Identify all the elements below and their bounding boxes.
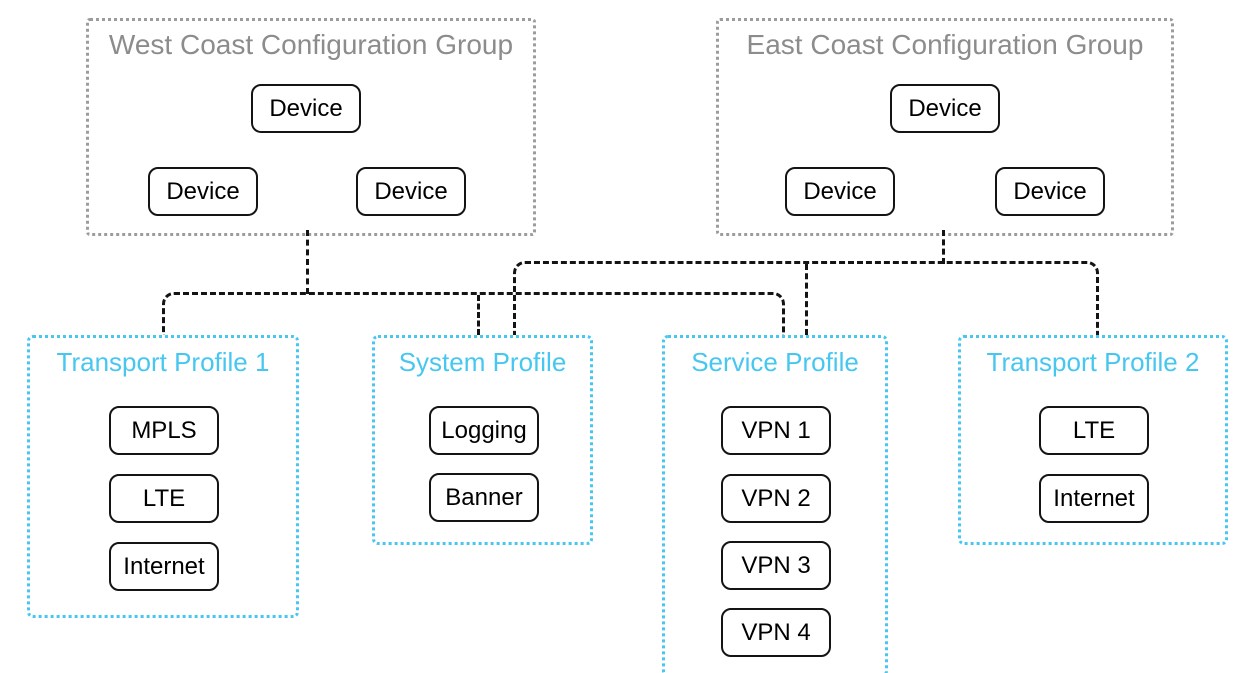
device-node: Device bbox=[890, 84, 1000, 133]
profile-item-label: VPN 2 bbox=[741, 484, 811, 512]
profile-item-node: Logging bbox=[429, 406, 539, 455]
connector-west-bus-line bbox=[162, 292, 785, 338]
device-label: Device bbox=[374, 177, 448, 205]
group-title-west-coast: West Coast Configuration Group bbox=[108, 29, 514, 60]
group-box-west-coast: West Coast Configuration Group Device De… bbox=[86, 18, 536, 236]
profile-item-label: Logging bbox=[441, 416, 527, 444]
device-label: Device bbox=[166, 177, 240, 205]
profile-item-node: VPN 1 bbox=[721, 406, 831, 455]
profile-item-label: LTE bbox=[1072, 416, 1116, 444]
connector-east-to-service-line bbox=[805, 264, 808, 335]
profile-item-label: Banner bbox=[445, 483, 523, 511]
profile-item-label: LTE bbox=[142, 484, 186, 512]
profile-item-node: LTE bbox=[109, 474, 219, 523]
device-node: Device bbox=[785, 167, 895, 216]
connector-west-feed-line bbox=[306, 230, 309, 294]
profile-title-system: System Profile bbox=[398, 347, 567, 377]
profile-item-node: MPLS bbox=[109, 406, 219, 455]
profile-item-node: Banner bbox=[429, 473, 539, 522]
profile-title-service: Service Profile bbox=[691, 347, 859, 377]
profile-item-node: VPN 2 bbox=[721, 474, 831, 523]
profile-item-label: VPN 3 bbox=[741, 551, 811, 579]
profile-item-node: LTE bbox=[1039, 406, 1149, 455]
device-label: Device bbox=[269, 94, 343, 122]
connector-west-to-system-line bbox=[477, 295, 480, 335]
device-label: Device bbox=[908, 94, 982, 122]
profile-item-node: VPN 4 bbox=[721, 608, 831, 657]
profile-item-label: Internet bbox=[1053, 484, 1135, 512]
device-label: Device bbox=[1013, 177, 1087, 205]
connector-east-feed-line bbox=[942, 230, 945, 264]
profile-box-transport-2: Transport Profile 2 LTE Internet bbox=[958, 335, 1228, 545]
group-title-east-coast: East Coast Configuration Group bbox=[746, 29, 1144, 60]
device-label: Device bbox=[803, 177, 877, 205]
profile-item-label: VPN 4 bbox=[741, 618, 811, 646]
group-box-east-coast: East Coast Configuration Group Device De… bbox=[716, 18, 1174, 236]
profile-title-transport-2: Transport Profile 2 bbox=[986, 347, 1200, 377]
profile-item-node: Internet bbox=[109, 542, 219, 591]
device-node: Device bbox=[148, 167, 258, 216]
connector-east-bus-line bbox=[513, 261, 1099, 338]
profile-item-label: VPN 1 bbox=[741, 416, 811, 444]
device-node: Device bbox=[995, 167, 1105, 216]
profile-box-transport-1: Transport Profile 1 MPLS LTE Internet bbox=[27, 335, 299, 618]
device-node: Device bbox=[356, 167, 466, 216]
device-node: Device bbox=[251, 84, 361, 133]
profile-title-transport-1: Transport Profile 1 bbox=[56, 347, 270, 377]
profile-box-system: System Profile Logging Banner bbox=[372, 335, 593, 545]
profile-item-label: MPLS bbox=[131, 416, 197, 444]
profile-item-node: Internet bbox=[1039, 474, 1149, 523]
profile-item-label: Internet bbox=[123, 552, 205, 580]
profile-item-node: VPN 3 bbox=[721, 541, 831, 590]
profile-box-service: Service Profile VPN 1 VPN 2 VPN 3 VPN 4 bbox=[662, 335, 888, 673]
